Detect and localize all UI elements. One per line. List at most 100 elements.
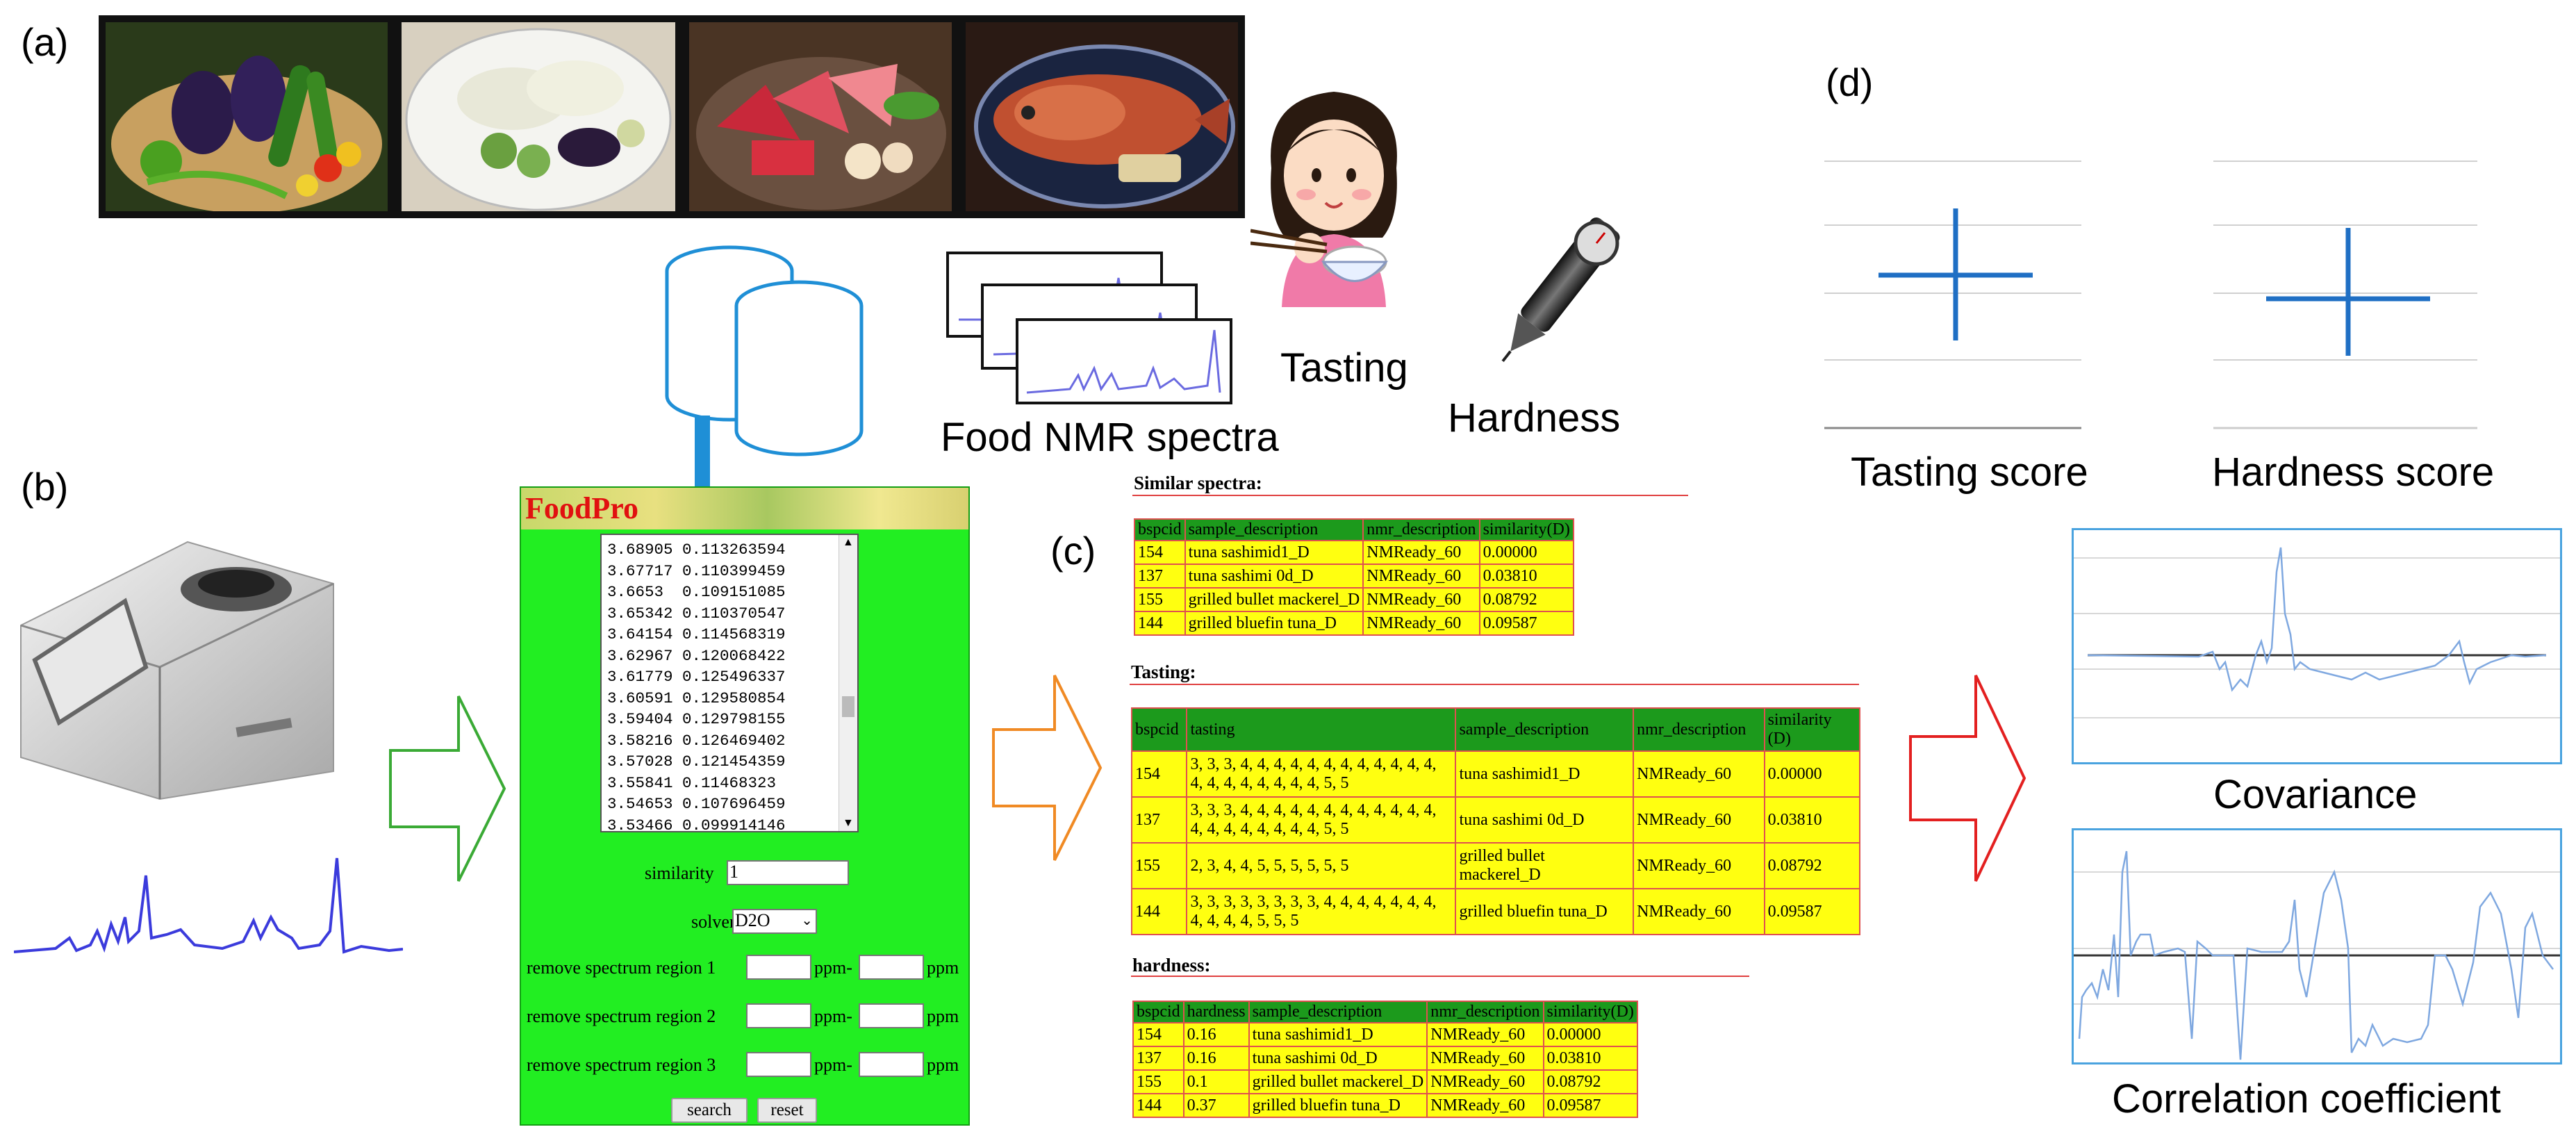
- table-cell: 137: [1130, 796, 1188, 844]
- table-cell: 137: [1134, 564, 1186, 589]
- region3-label: remove spectrum region 3: [527, 1055, 716, 1075]
- spectrum-data-line: 3.57028 0.121454359: [607, 753, 786, 771]
- table-cell: tuna sashimid1_D: [1184, 540, 1364, 565]
- scroll-down-icon[interactable]: ▼: [843, 817, 854, 829]
- hardness-title: hardness:: [1132, 955, 1211, 976]
- scroll-thumb[interactable]: [842, 696, 854, 717]
- arrow-orange: [992, 675, 1103, 861]
- table-cell: 154: [1134, 540, 1186, 565]
- region2-label: remove spectrum region 2: [527, 1006, 716, 1026]
- table-cell: grilled bullet mackerel_D: [1248, 1069, 1428, 1094]
- textarea-scrollbar[interactable]: ▲ ▼: [839, 535, 857, 831]
- hardness-meter-icon: [1501, 217, 1620, 363]
- region3-end-input[interactable]: [859, 1052, 924, 1077]
- nmr-spectra-stack-icon: [946, 252, 1232, 404]
- table-cell: 3, 3, 3, 4, 4, 4, 4, 4, 4, 4, 4, 4, 4, 4…: [1186, 796, 1457, 844]
- reset-button[interactable]: reset: [757, 1098, 817, 1123]
- table-cell: NMReady_60: [1633, 842, 1765, 889]
- database-icon: [665, 245, 864, 488]
- table-cell: 0.00000: [1542, 1022, 1638, 1047]
- table-cell: NMReady_60: [1426, 1022, 1544, 1047]
- divider: [1131, 976, 1749, 977]
- table-cell: tuna sashimid1_D: [1455, 750, 1635, 798]
- table-cell: NMReady_60: [1426, 1093, 1544, 1118]
- table-cell: 155: [1134, 587, 1186, 612]
- column-header: tasting: [1186, 707, 1457, 752]
- region1-start-input[interactable]: [746, 955, 811, 980]
- region1-label: remove spectrum region 1: [527, 957, 716, 978]
- table-cell: 0.16: [1182, 1046, 1250, 1071]
- table-cell: 0.00000: [1478, 540, 1574, 565]
- column-header: bspcid: [1130, 707, 1188, 752]
- covariance-caption: Covariance: [2213, 772, 2418, 817]
- table-cell: tuna sashimi 0d_D: [1184, 564, 1364, 589]
- spectrum-data-line: 3.53466 0.099914146: [607, 816, 786, 832]
- table-cell: tuna sashimi 0d_D: [1248, 1046, 1428, 1071]
- region3-start-input[interactable]: [746, 1052, 811, 1077]
- table-cell: 0.00000: [1763, 750, 1861, 798]
- table-cell: 154: [1132, 1022, 1184, 1047]
- similarity-input[interactable]: 1: [727, 860, 849, 885]
- table-cell: 144: [1130, 888, 1188, 935]
- column-header: sample_description: [1184, 518, 1364, 541]
- tasting-person-icon: [1250, 92, 1397, 307]
- input-spectrum-plot: [14, 857, 403, 954]
- table-cell: 0.03810: [1542, 1046, 1638, 1071]
- table-cell: 0.09587: [1478, 611, 1574, 636]
- region2-ppm-sep: ppm-: [814, 1006, 852, 1026]
- hardness-caption: Hardness: [1448, 395, 1621, 441]
- table-cell: 155: [1130, 842, 1188, 889]
- region2-start-input[interactable]: [746, 1003, 811, 1028]
- table-cell: NMReady_60: [1426, 1069, 1544, 1094]
- column-header: bspcid: [1134, 518, 1186, 541]
- solvent-select[interactable]: D2O ⌄: [732, 909, 817, 934]
- panel-label-b: (b): [21, 465, 69, 509]
- column-header: similarity (D): [1763, 707, 1861, 752]
- table-cell: NMReady_60: [1633, 888, 1765, 935]
- table-cell: 144: [1132, 1093, 1184, 1118]
- scroll-up-icon[interactable]: ▲: [843, 536, 854, 548]
- panel-label-d: (d): [1826, 60, 1874, 104]
- column-header: similarity(D): [1542, 1001, 1638, 1023]
- table-cell: 3, 3, 3, 4, 4, 4, 4, 4, 4, 4, 4, 4, 4, 4…: [1186, 750, 1457, 798]
- region2-end-input[interactable]: [859, 1003, 924, 1028]
- table-cell: grilled bullet mackerel_D: [1455, 842, 1635, 889]
- search-button[interactable]: search: [671, 1098, 748, 1123]
- sashimi-photo: [682, 15, 959, 218]
- table-cell: NMReady_60: [1362, 564, 1480, 589]
- table-cell: NMReady_60: [1362, 611, 1480, 636]
- pickles-photo: [395, 15, 682, 218]
- table-cell: 155: [1132, 1069, 1184, 1094]
- table-cell: 144: [1134, 611, 1186, 636]
- divider: [1130, 684, 1859, 685]
- column-header: sample_description: [1248, 1001, 1428, 1023]
- foodpro-banner: FoodPro: [521, 488, 968, 529]
- nmr-caption: Food NMR spectra: [941, 415, 1279, 460]
- score-plots: [1824, 161, 2477, 429]
- table-cell: 3, 3, 3, 3, 3, 3, 3, 3, 4, 4, 4, 4, 4, 4…: [1186, 888, 1457, 935]
- table-cell: 0.08792: [1542, 1069, 1638, 1094]
- spectrum-data-line: 3.64154 0.114568319: [607, 625, 786, 643]
- table-cell: 154: [1130, 750, 1188, 798]
- table-cell: 2, 3, 4, 4, 5, 5, 5, 5, 5, 5: [1186, 842, 1457, 889]
- table-cell: 0.09587: [1542, 1093, 1638, 1118]
- table-cell: 0.16: [1182, 1022, 1250, 1047]
- correlation-chart: [2072, 828, 2562, 1064]
- table-cell: grilled bluefin tuna_D: [1455, 888, 1635, 935]
- region1-end-input[interactable]: [859, 955, 924, 980]
- tasting-caption: Tasting: [1280, 345, 1408, 390]
